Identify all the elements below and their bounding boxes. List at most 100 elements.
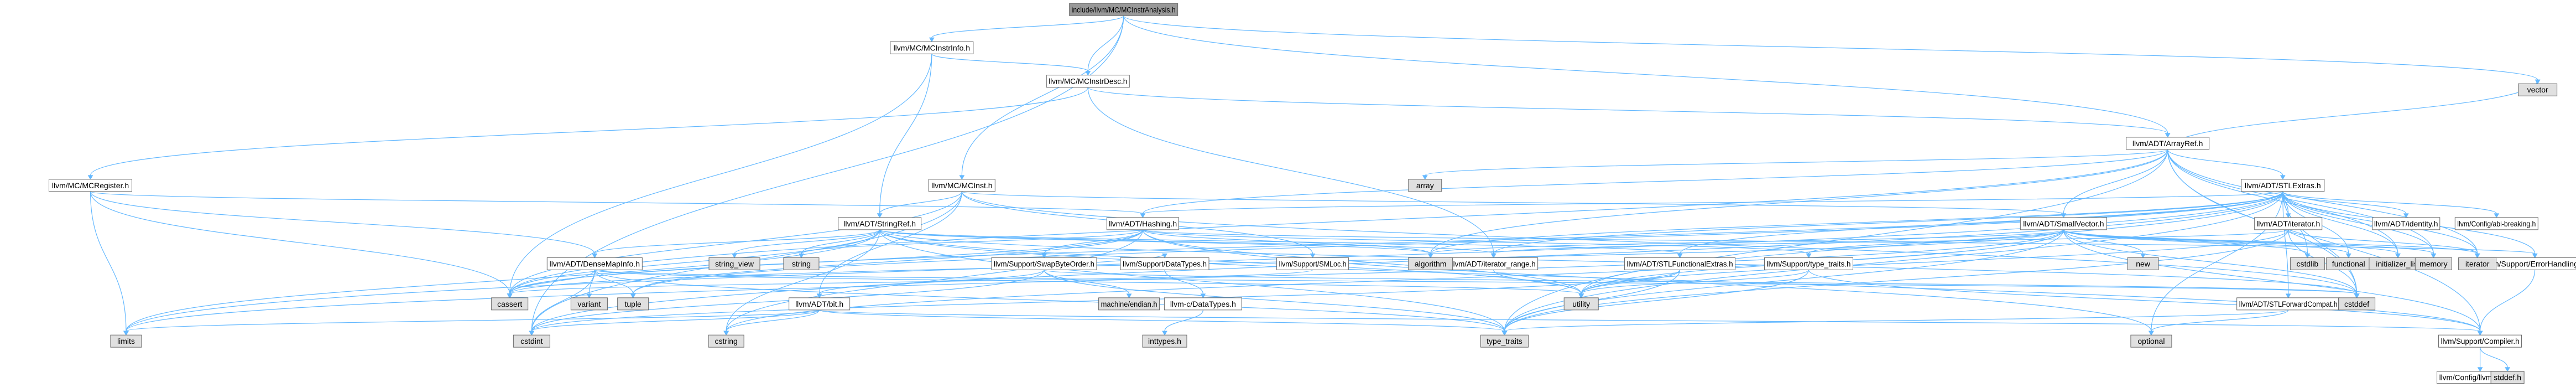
node-mcregister[interactable]: llvm/MC/MCRegister.h [49,179,133,192]
node-iterator[interactable]: llvm/ADT/iterator.h [2254,217,2323,230]
node-box [546,257,643,270]
node-smloc[interactable]: llvm/Support/SMLoc.h [1276,257,1349,270]
edge-smallvector-to-new [2063,229,2144,254]
node-abibreaking[interactable]: llvm/Config/abi-breaking.h [2454,217,2538,230]
edge-densemapinfo-to-tuple [594,270,634,294]
edge-arrayref-to-memory [2167,149,2434,254]
edge-arrowhead-swapbyteorder-to-datatypes [1162,253,1167,259]
edge-arrayref-to-smallvector [2063,149,2168,214]
edge-stlforward-to-optional [2151,309,2289,332]
node-datatypes[interactable]: llvm/Support/DataTypes.h [1120,257,1209,270]
edge-stringref-to-string_view [734,229,880,254]
edge-hashing-to-optional [1142,229,2152,332]
edge-arrowhead-iterator-to-iteratorstd [2474,253,2480,259]
node-box [2438,334,2522,348]
edge-typetraitsh-to-compiler [1808,270,2481,332]
edge-arrowhead-stlextras-to-identity [2403,213,2409,218]
edge-hashing-to-string [801,229,1143,254]
edge-hashing-to-cassert [509,229,1143,294]
node-label: cstdint [520,337,543,345]
node-string: string [783,257,820,270]
node-label: llvm/Support/SwapByteOrder.h [994,259,1094,268]
edge-mcinst-to-bith [819,191,962,294]
edge-bith-to-limits [126,309,820,332]
node-hashing[interactable]: llvm/ADT/Hashing.h [1106,217,1179,230]
node-box [1276,257,1349,270]
node-type_traits: type_traits [1480,334,1529,348]
edge-arrowhead-arrayref-to-stlextras [2280,175,2286,180]
node-label: llvm/ADT/SmallVector.h [2023,219,2104,228]
node-mcinst[interactable]: llvm/MC/MCInst.h [928,179,995,192]
node-box [2415,257,2452,270]
node-box [513,334,550,348]
node-mcinstrinfo[interactable]: llvm/MC/MCInstrInfo.h [890,41,974,54]
node-stlforward[interactable]: llvm/ADT/STLForwardCompat.h [2236,297,2340,311]
edge-arrowhead-mcinstrdesc-to-mcregister [87,175,93,180]
node-label: llvm/ADT/ArrayRef.h [2132,139,2203,148]
node-swapbyteorder[interactable]: llvm/Support/SwapByteOrder.h [991,257,1097,270]
edge-arrowhead-iterator-to-iteratorrange [1490,253,1496,259]
node-errorhandling[interactable]: llvm/Support/ErrorHandling.h [2479,257,2576,270]
node-tuple: tuple [617,297,649,311]
edge-arrowhead-stlforward-to-type_traits [1501,331,1508,336]
node-box [1408,179,1442,192]
edge-arrowhead-bith-to-compiler [2477,331,2483,336]
edge-typetraitsh-to-utility [1581,269,1810,295]
node-compiler[interactable]: llvm/Support/Compiler.h [2438,334,2522,348]
node-llvmcdatatypes[interactable]: llvm-c/DataTypes.h [1164,297,1242,311]
node-stlfunctional[interactable]: llvm/ADT/STLFunctionalExtras.h [1624,257,1736,270]
node-typetraitsh[interactable]: llvm/Support/type_traits.h [1764,257,1854,270]
node-box [2254,217,2323,230]
node-stringref[interactable]: llvm/ADT/StringRef.h [838,217,922,230]
edge-densemapinfo-to-cstdint [531,270,595,332]
node-box [49,179,133,192]
node-densemapinfo[interactable]: llvm/ADT/DenseMapInfo.h [546,257,643,270]
edge-stlextras-to-memory [2282,191,2434,254]
node-layer: include/llvm/MC/MCInstrAnalysis.h llvm/MC… [49,3,2576,384]
edge-hashing-to-utility [1142,229,1582,294]
node-box [1563,297,1599,311]
edge-arrowhead-smallvector-to-typetraitsh [1806,253,1812,259]
edge-errorhandling-to-compiler [2479,270,2536,332]
node-bith[interactable]: llvm/ADT/bit.h [789,297,851,311]
node-stddef: stddef.h [2490,371,2525,384]
edge-arrowhead-mcinst-to-stringref [877,213,883,218]
edge-arrowhead-hashing-to-errorhandling [2532,253,2538,259]
node-optional: optional [2130,334,2172,348]
edge-stlforward-to-type_traits [1504,309,2289,332]
node-identity[interactable]: llvm/ADT/identity.h [2372,217,2441,230]
node-box [2372,217,2441,230]
node-label: llvm/ADT/DenseMapInfo.h [550,259,640,268]
edge-arrowhead-datatypes-to-llvmcdatatypes [1200,293,1206,298]
node-box [570,297,608,311]
edge-stlextras-to-optional [2151,191,2283,332]
node-box [2290,257,2325,270]
node-array: array [1408,179,1442,192]
node-arrayref[interactable]: llvm/ADT/ArrayRef.h [2126,137,2210,150]
edge-stlextras-to-type_traits [1504,191,2283,332]
edge-arrowhead-hashing-to-swapbyteorder [1041,253,1047,259]
edge-arrowhead-densemapinfo-to-variant [586,293,592,298]
edge-arrowhead-stringref-to-densemapinfo [592,253,598,259]
node-label: initializer_list [2376,259,2419,268]
node-stlextras[interactable]: llvm/ADT/STLExtras.h [2241,179,2325,192]
edge-arrayref-to-iteratorstd [2167,149,2478,254]
node-iteratorrange[interactable]: llvm/ADT/iterator_range.h [1449,257,1539,270]
node-label: llvm/Support/ErrorHandling.h [2485,259,2576,268]
node-root[interactable]: include/llvm/MC/MCInstrAnalysis.h [1069,3,1179,16]
edge-arrowhead-smloc-to-cassert [507,293,513,298]
edge-iterator-to-iteratorstd [2288,229,2478,254]
node-algorithm: algorithm [1408,257,1453,270]
node-label: machine/endian.h [1101,300,1157,308]
node-label: memory [2419,259,2448,268]
edge-stringref-to-string [801,229,880,254]
edge-root-to-mcinst [961,16,1124,176]
edge-arrowhead-stlextras-to-stlforward [2285,293,2291,298]
edge-arrowhead-stlextras-to-abibreaking [2494,213,2500,218]
node-box [1106,217,1179,230]
node-label: llvm/ADT/iterator_range.h [1452,259,1536,268]
node-smallvector[interactable]: llvm/ADT/SmallVector.h [2020,217,2107,230]
edge-smallvector-to-iteratorstd [2063,229,2478,254]
node-cassert: cassert [491,297,529,311]
node-mcinstrdesc[interactable]: llvm/MC/MCInstrDesc.h [1046,75,1130,88]
